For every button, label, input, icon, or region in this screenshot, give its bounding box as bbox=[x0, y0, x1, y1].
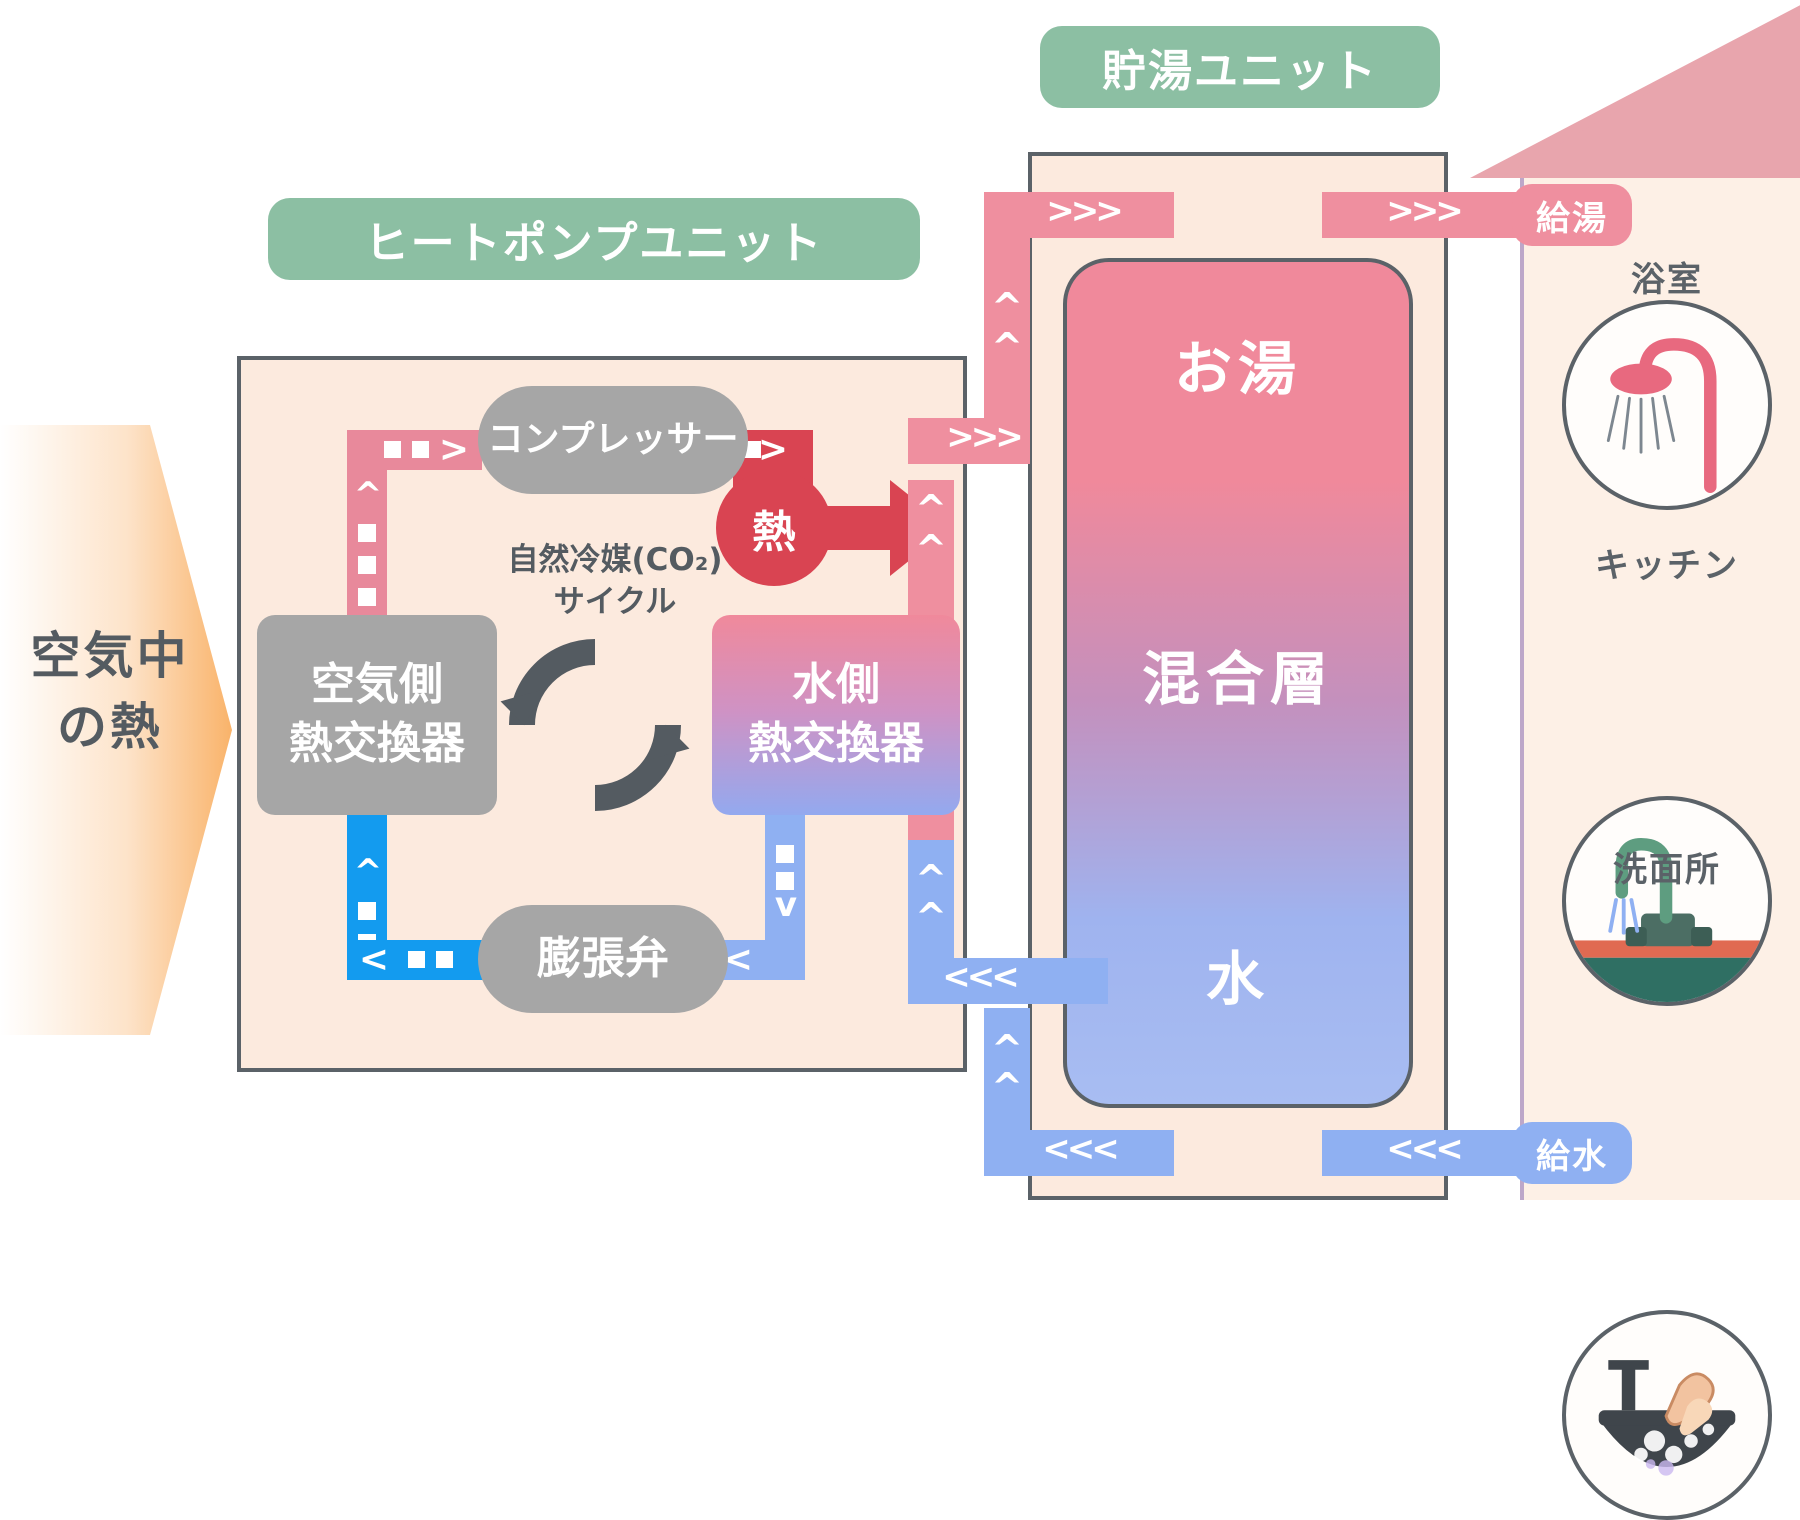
tank-label-mixed: 混合層 bbox=[1141, 645, 1334, 713]
washbasin-icon bbox=[1598, 1360, 1736, 1476]
roof-icon bbox=[1470, 5, 1800, 178]
pipe-blue-vertical-chevron-icon: ^ bbox=[353, 852, 383, 892]
pipe-water-cold-bottom-chevrons-icon: <<< bbox=[1042, 1129, 1119, 1169]
fixture-title-washroom-label: 洗面所 bbox=[1613, 850, 1721, 890]
pipe-water-cold-feed-in bbox=[908, 958, 1108, 1004]
tank-stub-top bbox=[1174, 192, 1322, 238]
air-heat-label-line1: 空気中 bbox=[30, 627, 190, 685]
water-side-hx-label-line2: 熱交換器 bbox=[748, 718, 924, 769]
air-heat-label: 空気中 の熱 bbox=[10, 625, 210, 758]
pipe-water-riser-chevron-2-icon: ^ bbox=[991, 325, 1023, 369]
pipe-blue-h-dash-1 bbox=[408, 951, 425, 968]
pipe-red-chevron-icon: > bbox=[757, 429, 789, 470]
pipe-water-hot-chevron-1-icon: ^ bbox=[915, 487, 947, 531]
pipe-pink-dash-1 bbox=[358, 524, 376, 542]
fixture-title-bathroom-label: 浴室 bbox=[1631, 260, 1703, 300]
tank-stub-bottom bbox=[1174, 1130, 1322, 1176]
tank-label-cold: 水 bbox=[1205, 945, 1270, 1013]
tag-water-supply: 給水 bbox=[1512, 1122, 1632, 1184]
pipe-water-cold-riser-chevron-2-icon: ^ bbox=[991, 1065, 1023, 1109]
fixture-title-kitchen: キッチン bbox=[1552, 538, 1782, 587]
air-side-hx-label-line2: 熱交換器 bbox=[289, 718, 465, 769]
pipe-water-cold-chevron-1-icon: ^ bbox=[915, 857, 947, 901]
pipe-blue-h-dash-2 bbox=[436, 951, 453, 968]
heat-bubble: 熱 bbox=[716, 470, 832, 586]
pipe-cold-supply-chevrons-icon: <<< bbox=[1386, 1129, 1463, 1169]
fixture-title-washroom: 洗面所 bbox=[1552, 842, 1782, 891]
tank-cylinder: お湯 混合層 水 bbox=[1063, 258, 1413, 1108]
tag-water-supply-label: 給水 bbox=[1536, 1136, 1608, 1177]
water-side-hx-label-line1: 水側 bbox=[792, 659, 880, 711]
compressor: コンプレッサー bbox=[478, 386, 748, 494]
pipe-water-crossover-chevrons-icon: >>> bbox=[946, 417, 1023, 457]
pipe-pink-dash-3 bbox=[358, 588, 376, 606]
badge-tank-unit-label: 貯湯ユニット bbox=[1102, 46, 1378, 97]
pipe-pink-dash-2 bbox=[358, 556, 376, 574]
pipe-water-cold-feed-chevrons-icon: <<< bbox=[942, 957, 1019, 997]
badge-tank-unit: 貯湯ユニット bbox=[1040, 26, 1440, 108]
pipe-water-cold-chevron-2-icon: ^ bbox=[915, 895, 947, 939]
pipe-blue-return-dash-2 bbox=[776, 872, 794, 890]
expansion-valve-label: 膨張弁 bbox=[537, 933, 669, 985]
pipe-blue-return-dash-1 bbox=[776, 845, 794, 863]
cycle-arrows-icon bbox=[500, 639, 690, 811]
pipe-tank-hot-inlet-chevrons-icon: >>> bbox=[1046, 191, 1123, 231]
pipe-blue-dash-1 bbox=[358, 902, 376, 920]
pipe-water-cold-riser-chevron-1-icon: ^ bbox=[991, 1027, 1023, 1071]
air-side-heat-exchanger: 空気側 熱交換器 bbox=[257, 615, 497, 815]
air-heat-arrow-icon bbox=[0, 425, 232, 1035]
pipe-pink-h-chevron-icon: > bbox=[438, 429, 470, 470]
pipe-water-hot-chevron-2-icon: ^ bbox=[915, 527, 947, 571]
water-side-heat-exchanger: 水側 熱交換器 bbox=[712, 615, 960, 815]
pipe-water-riser-chevron-1-icon: ^ bbox=[991, 285, 1023, 329]
tank-label-hot: お湯 bbox=[1173, 335, 1302, 403]
pipe-pink-h-dash-2 bbox=[412, 441, 429, 458]
badge-heat-pump-unit: ヒートポンプユニット bbox=[268, 198, 920, 280]
shower-icon bbox=[1606, 338, 1717, 494]
pipe-blue-h-chevron-icon: < bbox=[358, 939, 390, 980]
tag-hot-water-supply: 給湯 bbox=[1512, 184, 1632, 246]
pipe-water-cold-bottom bbox=[984, 1130, 1174, 1176]
refrigerant-cycle-text: 自然冷媒(CO₂) サイクル bbox=[470, 540, 760, 624]
kitchen-faucet-icon bbox=[1566, 837, 1768, 1002]
pipe-water-hot-crossover bbox=[908, 418, 1030, 464]
air-side-hx-label-line1: 空気側 bbox=[311, 659, 443, 711]
refrigerant-cycle-line1: 自然冷媒(CO₂) bbox=[507, 542, 723, 578]
pipe-pink-vertical-chevron-icon: ^ bbox=[353, 475, 383, 515]
air-heat-label-line2: の熱 bbox=[57, 697, 163, 756]
heat-bubble-label: 熱 bbox=[752, 507, 796, 558]
pipe-blue-return-chevron-icon: v bbox=[774, 885, 798, 925]
fixture-title-bathroom: 浴室 bbox=[1552, 252, 1782, 301]
badge-heat-pump-unit-label: ヒートポンプユニット bbox=[364, 218, 824, 269]
fixture-icon-washroom bbox=[1562, 1310, 1772, 1520]
diagram-canvas: 空気中 の熱 お湯 混合層 水 ヒートポンプユニット 貯湯ユニット ^ > > … bbox=[0, 5, 1800, 1520]
fixture-icon-bathroom bbox=[1562, 300, 1772, 510]
refrigerant-cycle-line2: サイクル bbox=[553, 583, 677, 620]
pipe-tank-hot-inlet bbox=[984, 192, 1174, 238]
fixture-icon-kitchen bbox=[1562, 796, 1772, 1006]
fixture-title-kitchen-label: キッチン bbox=[1595, 546, 1739, 586]
compressor-label: コンプレッサー bbox=[487, 418, 739, 460]
pipe-red-dash-1 bbox=[744, 441, 761, 458]
pipe-hot-supply-chevrons-icon: >>> bbox=[1386, 191, 1463, 231]
expansion-valve: 膨張弁 bbox=[478, 905, 728, 1013]
pipe-pink-h-dash-1 bbox=[384, 441, 401, 458]
tag-hot-water-supply-label: 給湯 bbox=[1536, 198, 1608, 239]
